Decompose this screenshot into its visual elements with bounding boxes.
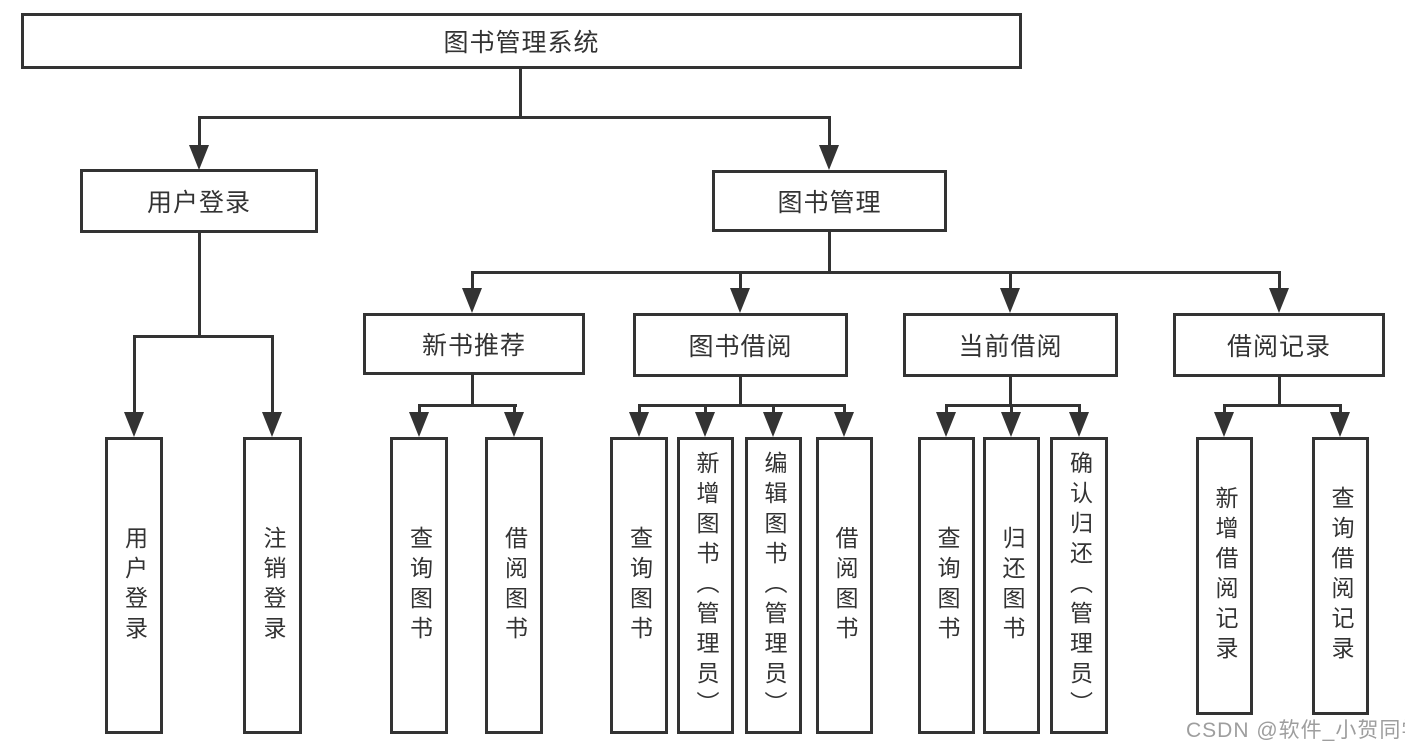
node-borrowing-records: 借阅记录: [1173, 313, 1385, 377]
connector-to-current-borrowing: [1009, 271, 1012, 290]
leaf-edit-book-admin: 编辑图书（管理员）: [745, 437, 802, 734]
connector-to-leaf-query-record: [1339, 404, 1342, 414]
leaf-logout: 注销登录: [243, 437, 302, 734]
arrowhead-leaf-confirm-return: [1069, 412, 1089, 437]
leaf-borrow-books-recommend: 借阅图书: [485, 437, 543, 734]
connector-to-leaf-return-book: [1010, 404, 1013, 414]
arrowhead-leaf-query-books-1: [409, 412, 429, 437]
connector-to-leaf-borrow-books-1: [513, 404, 516, 414]
node-book-management: 图书管理: [712, 170, 947, 232]
arrowhead-leaf-borrow-books-2: [834, 412, 854, 437]
connector-to-leaf-query-books-1: [418, 404, 421, 414]
arrowhead-leaf-query-books-3: [936, 412, 956, 437]
connector-to-book-management: [828, 116, 831, 147]
connector-current-borrowing-stem: [1009, 375, 1012, 406]
leaf-label: 新增借阅记录: [1212, 486, 1238, 666]
node-label: 图书管理系统: [443, 29, 600, 57]
connector-root-rail: [198, 116, 831, 119]
leaf-label: 归还图书: [999, 525, 1025, 646]
leaf-query-borrow-record: 查询借阅记录: [1312, 437, 1369, 715]
arrowhead-leaf-return-book: [1001, 412, 1021, 437]
node-book-borrowing: 图书借阅: [633, 313, 848, 377]
leaf-label: 注销登录: [260, 525, 286, 646]
leaf-add-borrow-record: 新增借阅记录: [1196, 437, 1253, 715]
arrowhead-leaf-query-books-2: [629, 412, 649, 437]
leaf-return-book: 归还图书: [983, 437, 1040, 734]
node-library-management-system: 图书管理系统: [21, 13, 1022, 69]
arrowhead-book-management: [819, 145, 839, 170]
connector-book-management-rail: [471, 271, 1281, 274]
connector-to-user-login: [198, 116, 201, 147]
leaf-query-books-current: 查询图书: [918, 437, 975, 734]
arrowhead-current-borrowing: [1000, 288, 1020, 313]
connector-book-borrowing-stem: [739, 375, 742, 406]
leaf-label: 查询图书: [406, 525, 433, 646]
connector-user-login-rail: [133, 335, 274, 338]
leaf-label: 用户登录: [121, 525, 148, 646]
node-current-borrowing: 当前借阅: [903, 313, 1118, 377]
node-user-login: 用户登录: [80, 169, 318, 233]
connector-current-borrowing-rail: [945, 404, 1081, 407]
connector-to-leaf-borrow-books-2: [843, 404, 846, 414]
connector-new-book-rec-stem: [471, 373, 474, 406]
leaf-borrow-books-borrowing: 借阅图书: [816, 437, 873, 734]
connector-borrowing-records-stem: [1278, 375, 1281, 406]
arrowhead-borrowing-records: [1269, 288, 1289, 313]
node-label: 图书借阅: [688, 333, 793, 361]
arrowhead-leaf-add-book: [695, 412, 715, 437]
leaf-label: 借阅图书: [501, 525, 528, 646]
connector-to-new-book-recommendation: [471, 271, 474, 290]
connector-to-leaf-edit-book: [772, 404, 775, 414]
leaf-add-book-admin: 新增图书（管理员）: [677, 437, 734, 734]
connector-book-management-stem: [828, 229, 831, 274]
arrowhead-leaf-borrow-books-1: [504, 412, 524, 437]
leaf-label: 查询借阅记录: [1328, 486, 1354, 666]
connector-to-leaf-user-login: [133, 335, 136, 414]
arrowhead-leaf-edit-book: [763, 412, 783, 437]
node-label: 新书推荐: [421, 332, 526, 360]
node-label: 图书管理: [777, 189, 882, 217]
node-label: 用户登录: [146, 189, 251, 217]
arrowhead-leaf-add-record: [1214, 412, 1234, 437]
arrowhead-new-book-recommendation: [462, 288, 482, 313]
connector-to-leaf-confirm-return: [1078, 404, 1081, 414]
leaf-query-books-borrowing: 查询图书: [610, 437, 668, 734]
node-label: 当前借阅: [958, 333, 1063, 361]
connector-to-leaf-add-record: [1223, 404, 1226, 414]
arrowhead-leaf-logout: [262, 412, 282, 437]
csdn-watermark: CSDN @软件_小贺同学: [1186, 719, 1405, 742]
leaf-label: 借阅图书: [832, 525, 858, 646]
arrowhead-leaf-user-login: [124, 412, 144, 437]
arrowhead-leaf-query-record: [1330, 412, 1350, 437]
connector-to-leaf-add-book: [704, 404, 707, 414]
leaf-label: 编辑图书（管理员）: [761, 450, 787, 721]
leaf-label: 查询图书: [934, 525, 960, 646]
connector-to-leaf-logout: [271, 335, 274, 414]
arrowhead-book-borrowing: [730, 288, 750, 313]
leaf-label: 确认归还（管理员）: [1066, 450, 1093, 721]
leaf-confirm-return-admin: 确认归还（管理员）: [1050, 437, 1108, 734]
connector-to-book-borrowing: [739, 271, 742, 290]
connector-to-leaf-query-books-3: [945, 404, 948, 414]
leaf-label: 查询图书: [626, 525, 653, 646]
node-new-book-recommendation: 新书推荐: [363, 313, 585, 375]
connector-root-stem: [519, 66, 522, 118]
connector-user-login-stem: [198, 230, 201, 337]
connector-new-book-rec-rail: [418, 404, 517, 407]
node-label: 借阅记录: [1226, 333, 1331, 361]
leaf-user-login: 用户登录: [105, 437, 163, 734]
connector-book-borrowing-rail: [638, 404, 846, 407]
leaf-label: 新增图书（管理员）: [693, 450, 719, 721]
arrowhead-user-login: [189, 145, 209, 170]
leaf-query-books-recommend: 查询图书: [390, 437, 448, 734]
connector-to-borrowing-records: [1278, 271, 1281, 290]
connector-to-leaf-query-books-2: [638, 404, 641, 414]
connector-borrowing-records-rail: [1223, 404, 1342, 407]
